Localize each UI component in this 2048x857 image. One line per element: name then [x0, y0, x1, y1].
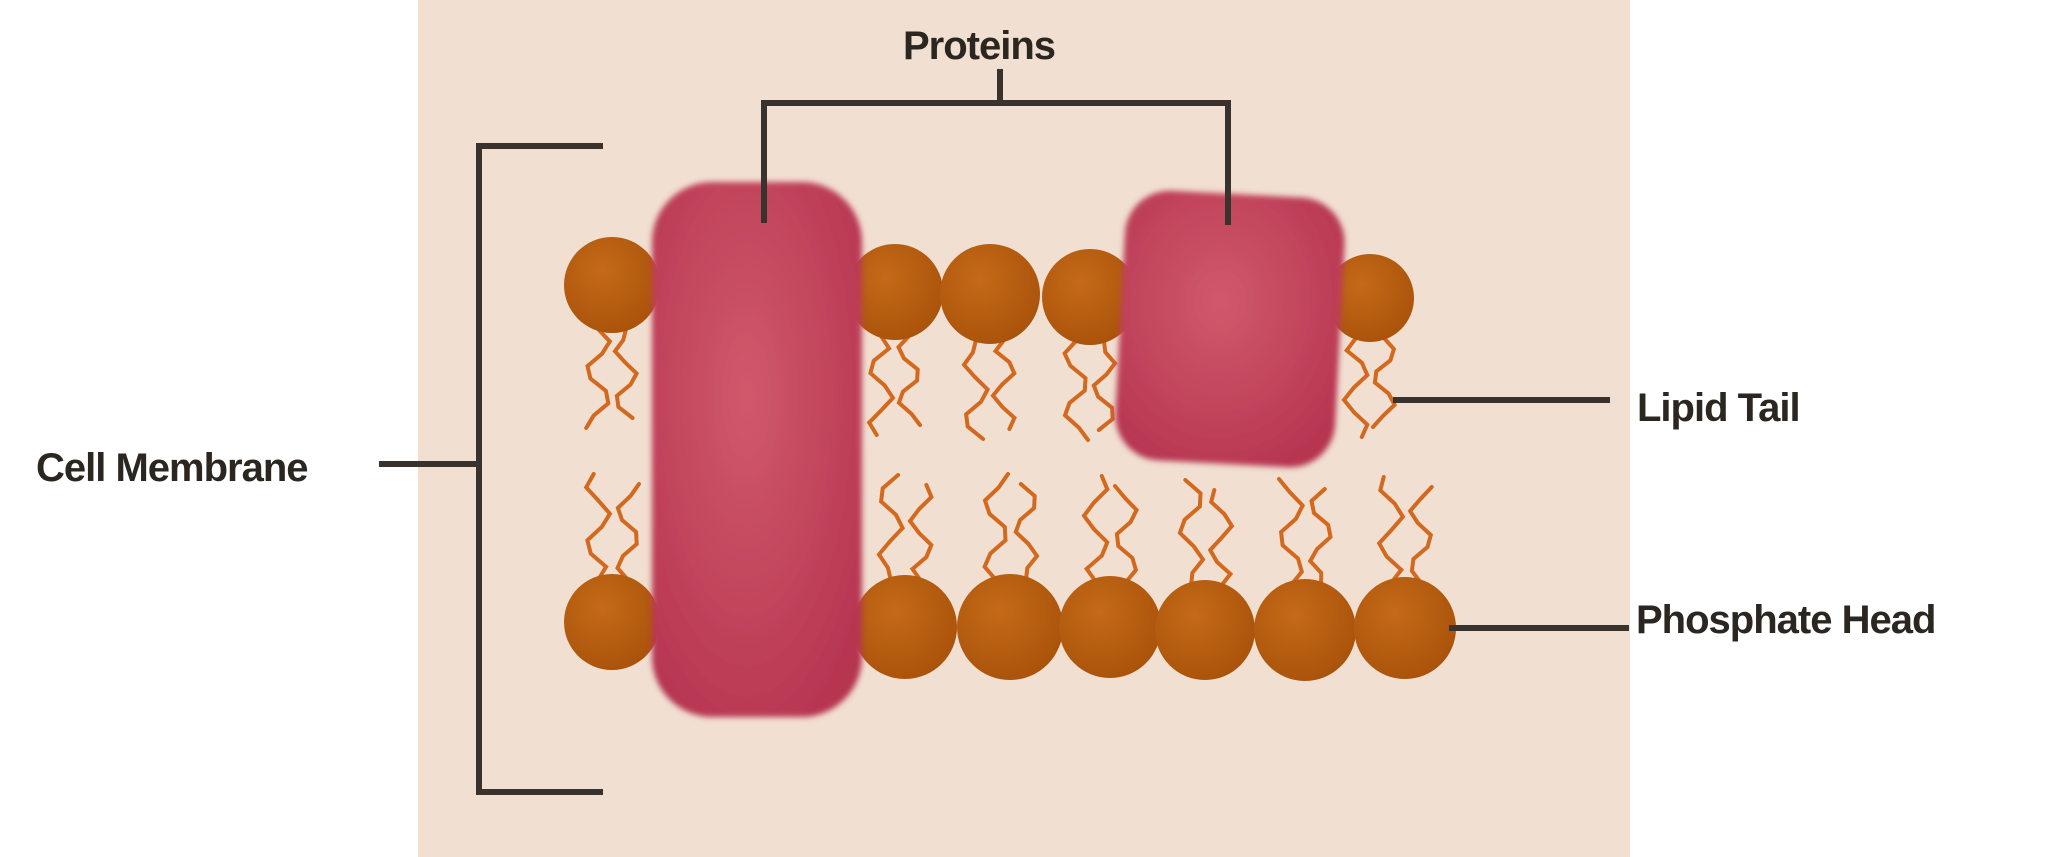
- phosphate-head: [853, 575, 957, 679]
- lipid-tail: [583, 472, 613, 582]
- lipid-tail: [866, 334, 896, 437]
- proteins-bracket: [761, 69, 1231, 225]
- lipid-tail: [896, 334, 922, 427]
- protein-large: [652, 182, 862, 717]
- protein-small: [1115, 190, 1345, 468]
- lipid-tails-lower: [583, 472, 1434, 588]
- lipid-tail: [1177, 478, 1206, 588]
- phosphate-head: [564, 237, 660, 333]
- lipid-tail: [1277, 477, 1306, 587]
- lipid-tail: [1407, 485, 1434, 585]
- phosphate-head: [1354, 577, 1456, 679]
- lipid-tails-upper: [584, 327, 1398, 442]
- phosphate-head: [940, 244, 1040, 344]
- phosphate-head: [1059, 576, 1161, 678]
- phosphate-head: [1155, 580, 1255, 680]
- lipid-tail: [876, 473, 906, 583]
- lipid-tail: [1341, 336, 1370, 439]
- lipid-tail: [1307, 487, 1333, 587]
- lipid-tail: [1207, 488, 1235, 588]
- phosphate-head: [1042, 249, 1138, 345]
- label-phosphate-head: Phosphate Head: [1636, 598, 1936, 642]
- lipid-tail: [1091, 339, 1118, 432]
- phosphate-heads: [564, 237, 1456, 681]
- label-cell-membrane: Cell Membrane: [36, 446, 309, 490]
- lipid-tail: [1062, 339, 1090, 442]
- lipid-tail: [1113, 484, 1140, 584]
- lipid-tail: [1371, 336, 1398, 429]
- lipid-tail: [982, 472, 1010, 582]
- lipid-tail: [990, 338, 1017, 431]
- phosphate-head: [847, 244, 943, 340]
- phosphate-head: [957, 574, 1063, 680]
- lipid-tail: [961, 338, 991, 441]
- diagram-background: [418, 0, 1630, 857]
- lipid-tail: [615, 482, 641, 582]
- lipid-tail: [1013, 482, 1040, 582]
- phosphate-head: [1326, 254, 1414, 342]
- lipid-tail: [1376, 475, 1406, 585]
- phosphate-head: [564, 574, 660, 670]
- label-proteins: Proteins: [903, 24, 1056, 68]
- phosphate-head: [1254, 579, 1356, 681]
- label-lipid-tail: Lipid Tail: [1637, 386, 1801, 430]
- cell-membrane-bracket: [379, 143, 603, 795]
- lipid-tail: [584, 327, 613, 430]
- lipid-tail: [907, 483, 934, 583]
- lipid-tail: [1081, 474, 1110, 584]
- lipid-tail: [612, 327, 640, 420]
